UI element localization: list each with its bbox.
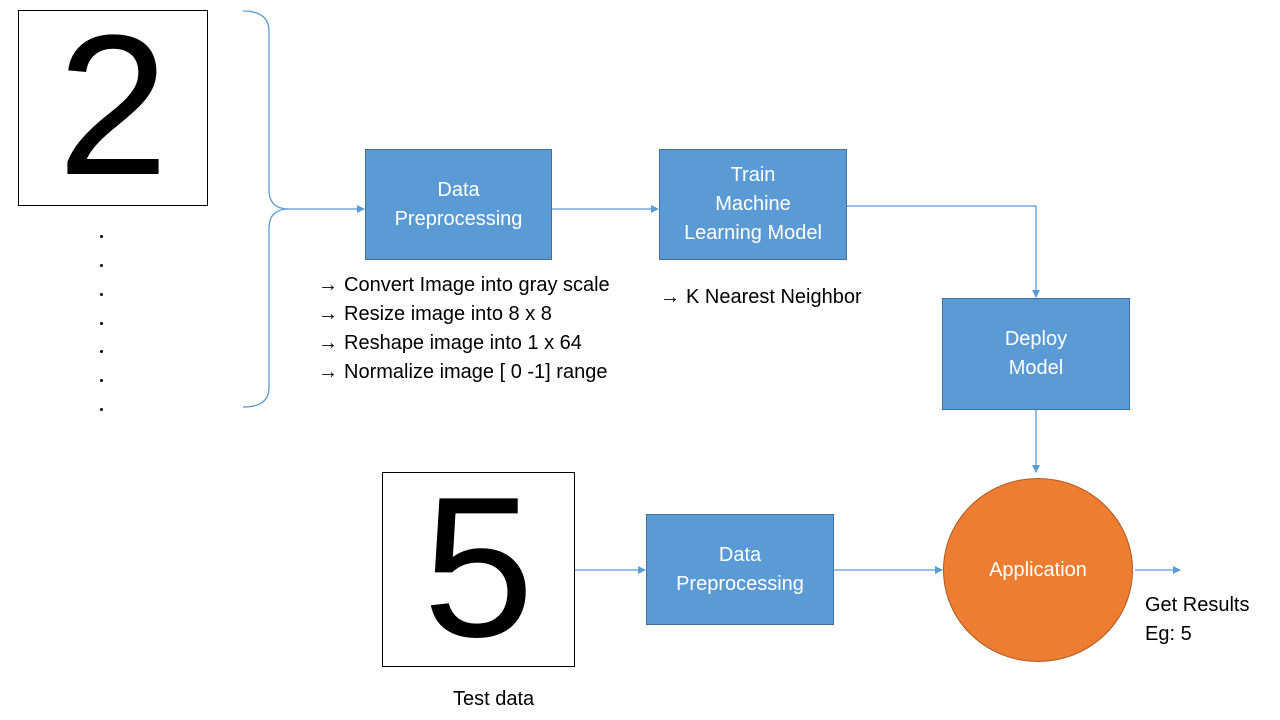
preprocessing-step: →Normalize image [ 0 -1] range — [318, 358, 610, 387]
train-model-line-3: Learning Model — [684, 222, 822, 244]
train-model-box: Train Machine Learning Model — [659, 149, 847, 260]
train-model-line-2: Machine — [715, 193, 791, 215]
test-sample-card: 5 — [382, 467, 575, 667]
test-preprocessing-line-2: Preprocessing — [676, 572, 804, 595]
test-sample-digit: 5 — [422, 455, 535, 679]
result-line-2: Eg: 5 — [1145, 623, 1192, 645]
train-notes-list: →K Nearest Neighbor — [660, 283, 862, 312]
train-model-line-1: Train — [730, 164, 776, 186]
training-sample-digit: 2 — [57, 0, 169, 217]
preprocessing-step: →Convert Image into gray scale — [318, 271, 610, 300]
train-to-deploy-arrow — [847, 205, 1040, 298]
application-node: Application — [943, 478, 1133, 662]
right-arrow-icon: → — [318, 274, 338, 296]
test-data-caption: Test data — [453, 688, 535, 710]
result-line-1: Get Results — [1145, 594, 1250, 616]
deploy-model-line-1: Deploy — [1004, 328, 1068, 350]
right-arrow-icon: → — [318, 332, 338, 354]
data-preprocessing-line-2: Preprocessing — [394, 207, 523, 230]
test-data-preprocessing-box: Data Preprocessing — [646, 514, 834, 625]
preprocessing-step: →Resize image into 8 x 8 — [318, 300, 610, 329]
right-arrow-icon: → — [318, 361, 338, 383]
train-note: →K Nearest Neighbor — [660, 283, 862, 312]
deploy-model-line-2: Model — [1008, 357, 1064, 379]
training-sample-card: 2 — [18, 6, 208, 206]
test-preprocessing-line-1: Data — [718, 543, 762, 566]
preprocessing-steps-list: →Convert Image into gray scale →Resize i… — [318, 271, 610, 387]
right-arrow-icon: → — [318, 303, 338, 325]
data-preprocessing-line-1: Data — [437, 178, 480, 201]
right-arrow-icon: → — [660, 286, 680, 308]
preprocessing-step: →Reshape image into 1 x 64 — [318, 329, 610, 358]
deploy-model-box: Deploy Model — [942, 298, 1130, 410]
application-label: Application — [989, 558, 1087, 581]
training-set-brace — [242, 10, 290, 408]
data-preprocessing-box: Data Preprocessing — [365, 149, 552, 260]
